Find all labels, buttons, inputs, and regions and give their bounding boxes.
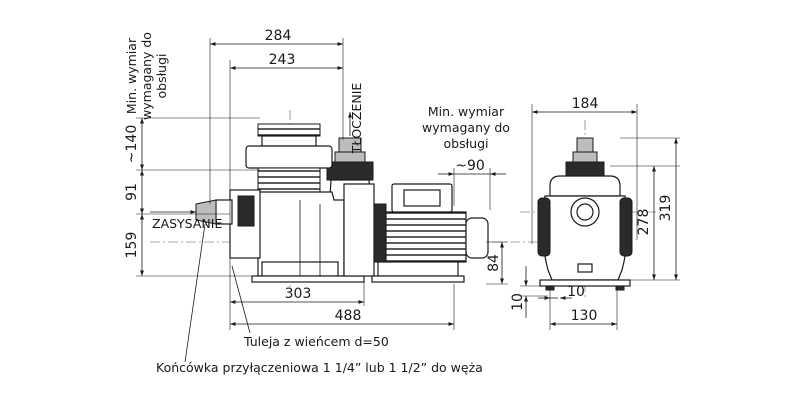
dim-130: 130 [571,308,598,324]
suction-label: ZASYSANIE [152,216,222,231]
strainer-lid [245,123,333,193]
dim-488: 488 [335,308,362,324]
svg-text:wymagany do: wymagany do [139,32,154,120]
dim-319: 319 [658,195,674,222]
dim-90: ~90 [455,158,485,174]
connector-note: Końcówka przyłączeniowa 1 1/4” lub 1 1/2… [156,360,483,375]
dim-10-horizontal: 10 [567,284,585,300]
motor-flange [343,183,387,277]
dim-91: 91 [124,183,140,201]
dim-243: 243 [269,52,296,68]
svg-text:Min. wymiar: Min. wymiar [124,37,139,114]
front-upper-body [549,175,621,197]
min-service-note-left: Min. wymiar wymagany do obsługi [124,32,169,120]
dim-10-vertical: 10 [510,293,526,311]
min-service-note-right: Min. wymiar wymagany do obsługi [422,104,510,151]
side-view: 284 243 ~140 91 159 303 488 ~90 84 TŁOCZ… [124,28,540,375]
svg-text:obsługi: obsługi [444,136,489,151]
dim-159: 159 [124,232,140,259]
svg-text:obsługi: obsługi [154,54,169,99]
suction-inlet [195,189,261,259]
dim-184: 184 [572,96,599,112]
svg-text:Min. wymiar: Min. wymiar [428,104,505,119]
svg-text:wymagany do: wymagany do [422,120,510,135]
dim-284: 284 [265,28,292,44]
front-base [539,279,631,287]
dim-140: ~140 [124,125,140,163]
motor [371,183,489,283]
pump-housing [251,191,365,283]
sleeve-note: Tuleja z wieńcem d=50 [243,334,389,349]
front-discharge-fitting [565,137,605,179]
discharge-label: TŁOCZENIE [349,83,364,155]
dim-278: 278 [636,209,652,236]
dim-84: 84 [486,254,502,272]
front-view: 184 278 319 10 10 130 [510,96,680,330]
dim-303: 303 [285,286,312,302]
